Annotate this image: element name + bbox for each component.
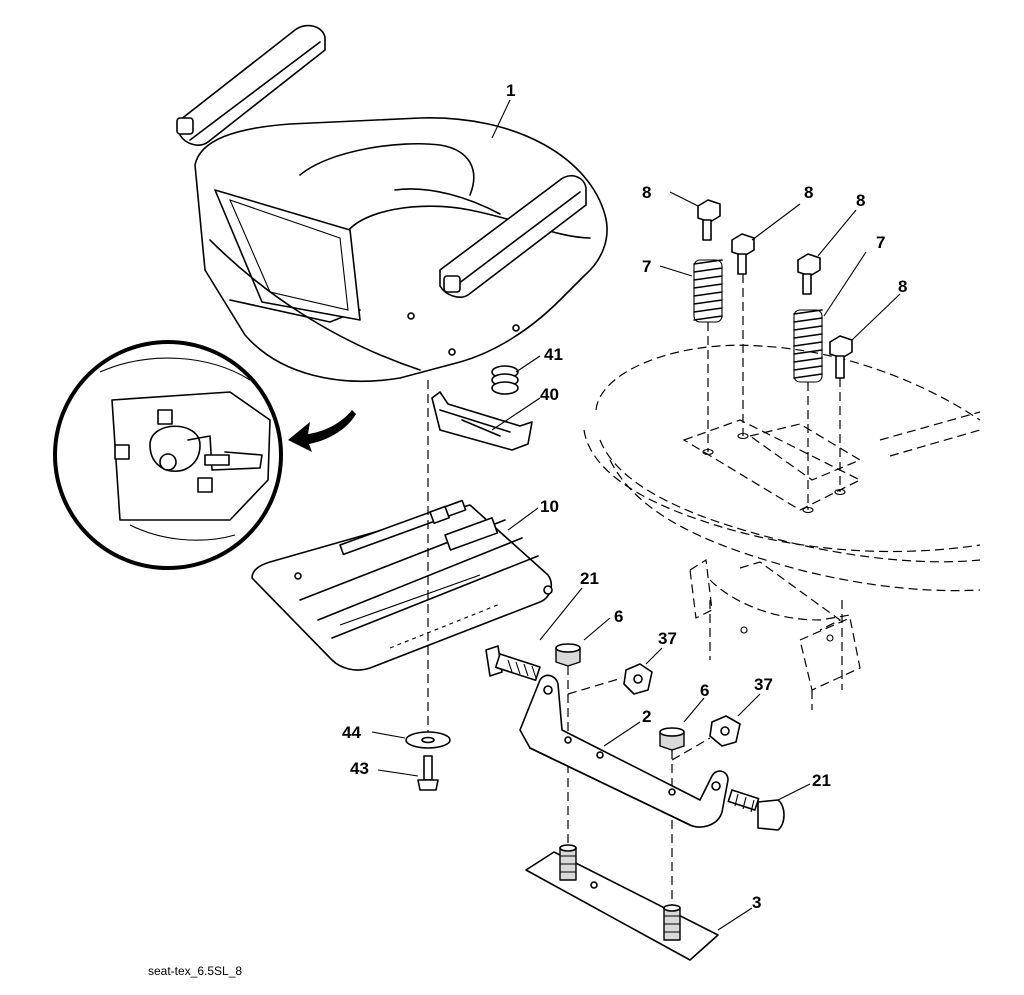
screw — [377, 755, 439, 791]
nut-left — [555, 617, 611, 667]
label-locknut-left: 37 — [658, 629, 677, 648]
bolt-b — [731, 203, 801, 275]
label-knob-right: 21 — [812, 771, 831, 790]
label-nut-right: 6 — [700, 681, 709, 700]
bolt-d — [829, 293, 901, 379]
seat — [176, 24, 608, 383]
label-washer: 44 — [342, 723, 361, 742]
label-bolt-a: 8 — [642, 183, 651, 202]
label-base-plate: 3 — [752, 893, 761, 912]
clip — [431, 391, 541, 451]
seat-pan — [251, 499, 553, 671]
label-nut-left: 6 — [614, 607, 623, 626]
adjust-holes — [389, 603, 501, 649]
label-bracket: 2 — [642, 707, 651, 726]
bolt-a — [669, 191, 721, 241]
knob-right — [727, 783, 811, 831]
label-small-spring: 41 — [544, 345, 563, 364]
bracket — [519, 674, 729, 828]
label-spring-right: 7 — [876, 233, 885, 252]
detail-inset — [53, 340, 356, 570]
fender-outline — [583, 344, 981, 710]
label-bolt-b: 8 — [804, 183, 813, 202]
label-clip: 40 — [540, 385, 559, 404]
locknut-right — [709, 693, 761, 747]
knob-left — [485, 587, 583, 682]
label-bolt-c: 8 — [856, 191, 865, 210]
spring-left — [659, 259, 723, 323]
bolt-c — [797, 209, 857, 295]
label-spring-left: 7 — [642, 257, 651, 276]
label-screw: 43 — [350, 759, 369, 778]
label-bolt-d: 8 — [898, 277, 907, 296]
locknut-left — [623, 647, 663, 695]
nut-right — [659, 697, 705, 751]
base-plate — [525, 844, 753, 961]
small-spring — [491, 355, 541, 395]
label-locknut-right: 37 — [754, 675, 773, 694]
label-knob-left: 21 — [580, 569, 599, 588]
label-seat-pan: 10 — [540, 497, 559, 516]
diagram-caption: seat-tex_6.5SL_8 — [148, 964, 242, 978]
washer — [371, 731, 451, 749]
label-seat: 1 — [506, 81, 515, 100]
